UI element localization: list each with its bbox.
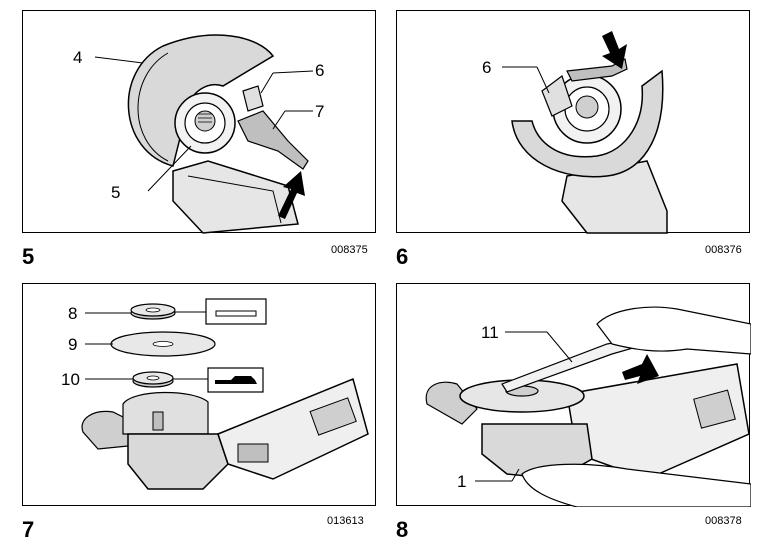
callout-6: 6 (482, 58, 491, 77)
figure-number-5: 5 (22, 244, 35, 269)
figure-number-6: 6 (396, 244, 409, 269)
wheel-guard (127, 34, 275, 167)
figure-code-5: 008375 (331, 244, 368, 256)
callout-4: 4 (73, 48, 82, 67)
callout-7: 7 (315, 102, 324, 121)
figure-5-panel: 4 5 6 7 (22, 10, 376, 234)
callout-10: 10 (61, 370, 80, 389)
rotate-arrow-icon (622, 354, 659, 384)
callout-9: 9 (68, 335, 77, 354)
callout-5: 5 (111, 183, 120, 202)
figure-number-7: 7 (22, 517, 35, 542)
push-arrow-icon (278, 171, 305, 219)
callout-8: 8 (68, 304, 77, 323)
push-down-arrow-icon (602, 31, 627, 69)
figure-8-illustration: 11 1 (425, 306, 752, 508)
callout-11: 11 (481, 323, 499, 342)
figure-number-8: 8 (396, 517, 409, 542)
figure-5-illustration: 4 5 6 7 (73, 34, 324, 234)
figure-6-panel: 6 (396, 10, 750, 234)
figure-7-illustration: 8 9 10 (61, 298, 369, 490)
figure-8-panel: 11 1 (396, 283, 752, 508)
figure-7-panel: 8 9 10 (22, 283, 376, 506)
figure-code-6: 008376 (705, 244, 742, 256)
figure-code-8: 008378 (705, 515, 742, 527)
figure-code-7: 013613 (327, 515, 364, 527)
callout-1: 1 (457, 472, 466, 491)
callout-6: 6 (315, 61, 324, 80)
wheel-guard (511, 69, 664, 178)
figure-6-illustration: 6 (482, 31, 668, 234)
